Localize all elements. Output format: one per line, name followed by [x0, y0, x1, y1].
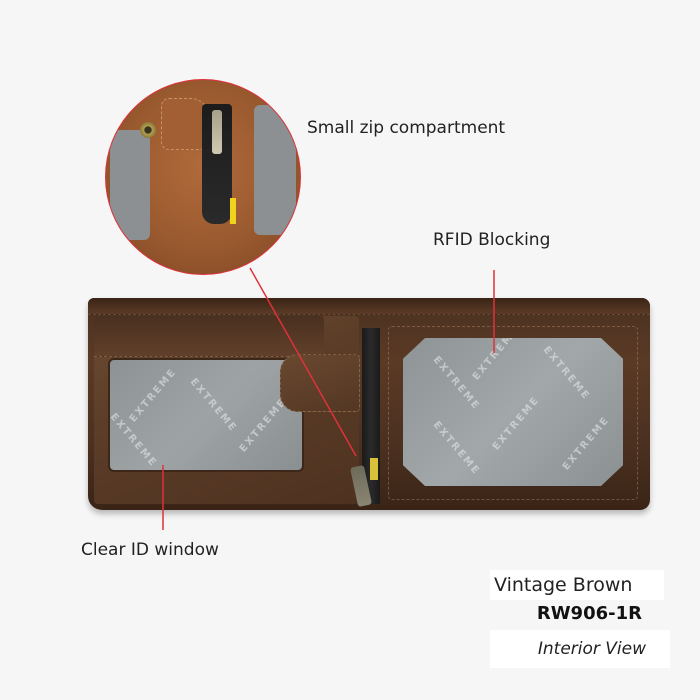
inset-window-right — [254, 105, 296, 235]
wallet-top-edge — [88, 298, 650, 315]
inset-zip-slider — [212, 110, 222, 154]
clear-id-window: EXTREME EXTREME EXTREME EXTREME — [108, 358, 304, 472]
watermark: EXTREME — [187, 376, 239, 435]
watermark: EXTREME — [560, 414, 612, 473]
callout-label-zip: Small zip compartment — [307, 118, 506, 138]
zip-tag — [370, 458, 378, 480]
color-name: Vintage Brown — [490, 570, 664, 600]
callout-label-clear-id: Clear ID window — [81, 540, 219, 560]
wallet-photo: EXTREME EXTREME EXTREME EXTREME EXTREME … — [88, 298, 650, 510]
watermark: EXTREME — [237, 396, 289, 455]
watermark: EXTREME — [430, 419, 482, 478]
watermark: EXTREME — [540, 344, 592, 403]
watermark: EXTREME — [490, 394, 542, 453]
snap-tab-strap — [280, 354, 360, 412]
callout-label-rfid: RFID Blocking — [433, 230, 551, 250]
watermark: EXTREME — [127, 366, 179, 425]
card-slot — [94, 316, 324, 357]
rfid-window: EXTREME EXTREME EXTREME EXTREME EXTREME … — [403, 338, 623, 486]
zoom-inset-zip-compartment — [105, 79, 301, 275]
snap-button-icon — [140, 122, 156, 138]
rfid-window-frame — [388, 326, 638, 500]
model-code: RW906-1R — [536, 603, 642, 624]
watermark: EXTREME — [470, 338, 522, 383]
inset-zip-tag — [230, 198, 236, 224]
view-label: Interior View — [490, 630, 670, 668]
watermark: EXTREME — [430, 354, 482, 413]
inset-window-left — [110, 130, 150, 240]
